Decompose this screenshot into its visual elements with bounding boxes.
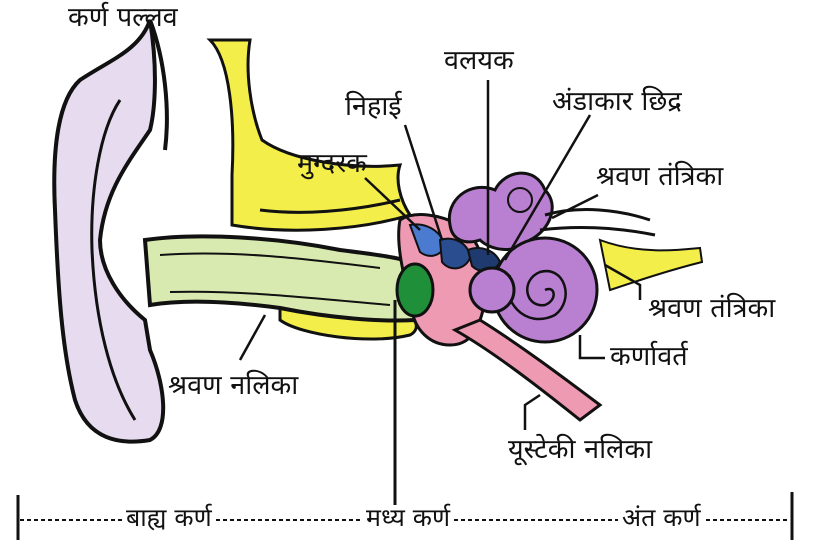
scale-inner-ear: अंत कर्ण: [618, 505, 705, 530]
label-oval-window: अंडाकार छिद्र: [552, 88, 682, 115]
label-incus: निहाई: [345, 93, 402, 120]
leader-canal: [240, 315, 265, 360]
leader-cochlea: [580, 335, 605, 358]
leader-nerve-1: [552, 195, 598, 218]
scale-outer-ear: बाह्य कर्ण: [122, 505, 216, 530]
label-cochlea: कर्णावर्त: [610, 343, 688, 370]
ear-canal-tube: [145, 236, 415, 320]
temporal-bone: [210, 40, 410, 230]
leader-eustachian: [525, 395, 540, 430]
label-auditory-nerve-1: श्रवण तंत्रिका: [596, 163, 723, 190]
auditory-nerve-2: [540, 228, 655, 235]
label-eustachian-tube: यूस्टेकी नलिका: [508, 436, 652, 463]
pinna: [54, 20, 163, 442]
scale-middle-ear: मध्य कर्ण: [362, 505, 454, 530]
nerve-bone: [600, 240, 702, 290]
vestibule: [470, 268, 514, 312]
label-malleus: मुग्दरक: [297, 150, 367, 177]
label-stapes: वलयक: [444, 47, 514, 74]
label-pinna: कर्ण पल्लव: [68, 4, 178, 31]
label-ear-canal: श्रवण नलिका: [168, 372, 298, 399]
label-auditory-nerve-2: श्रवण तंत्रिका: [648, 295, 775, 322]
eardrum: [397, 264, 433, 316]
